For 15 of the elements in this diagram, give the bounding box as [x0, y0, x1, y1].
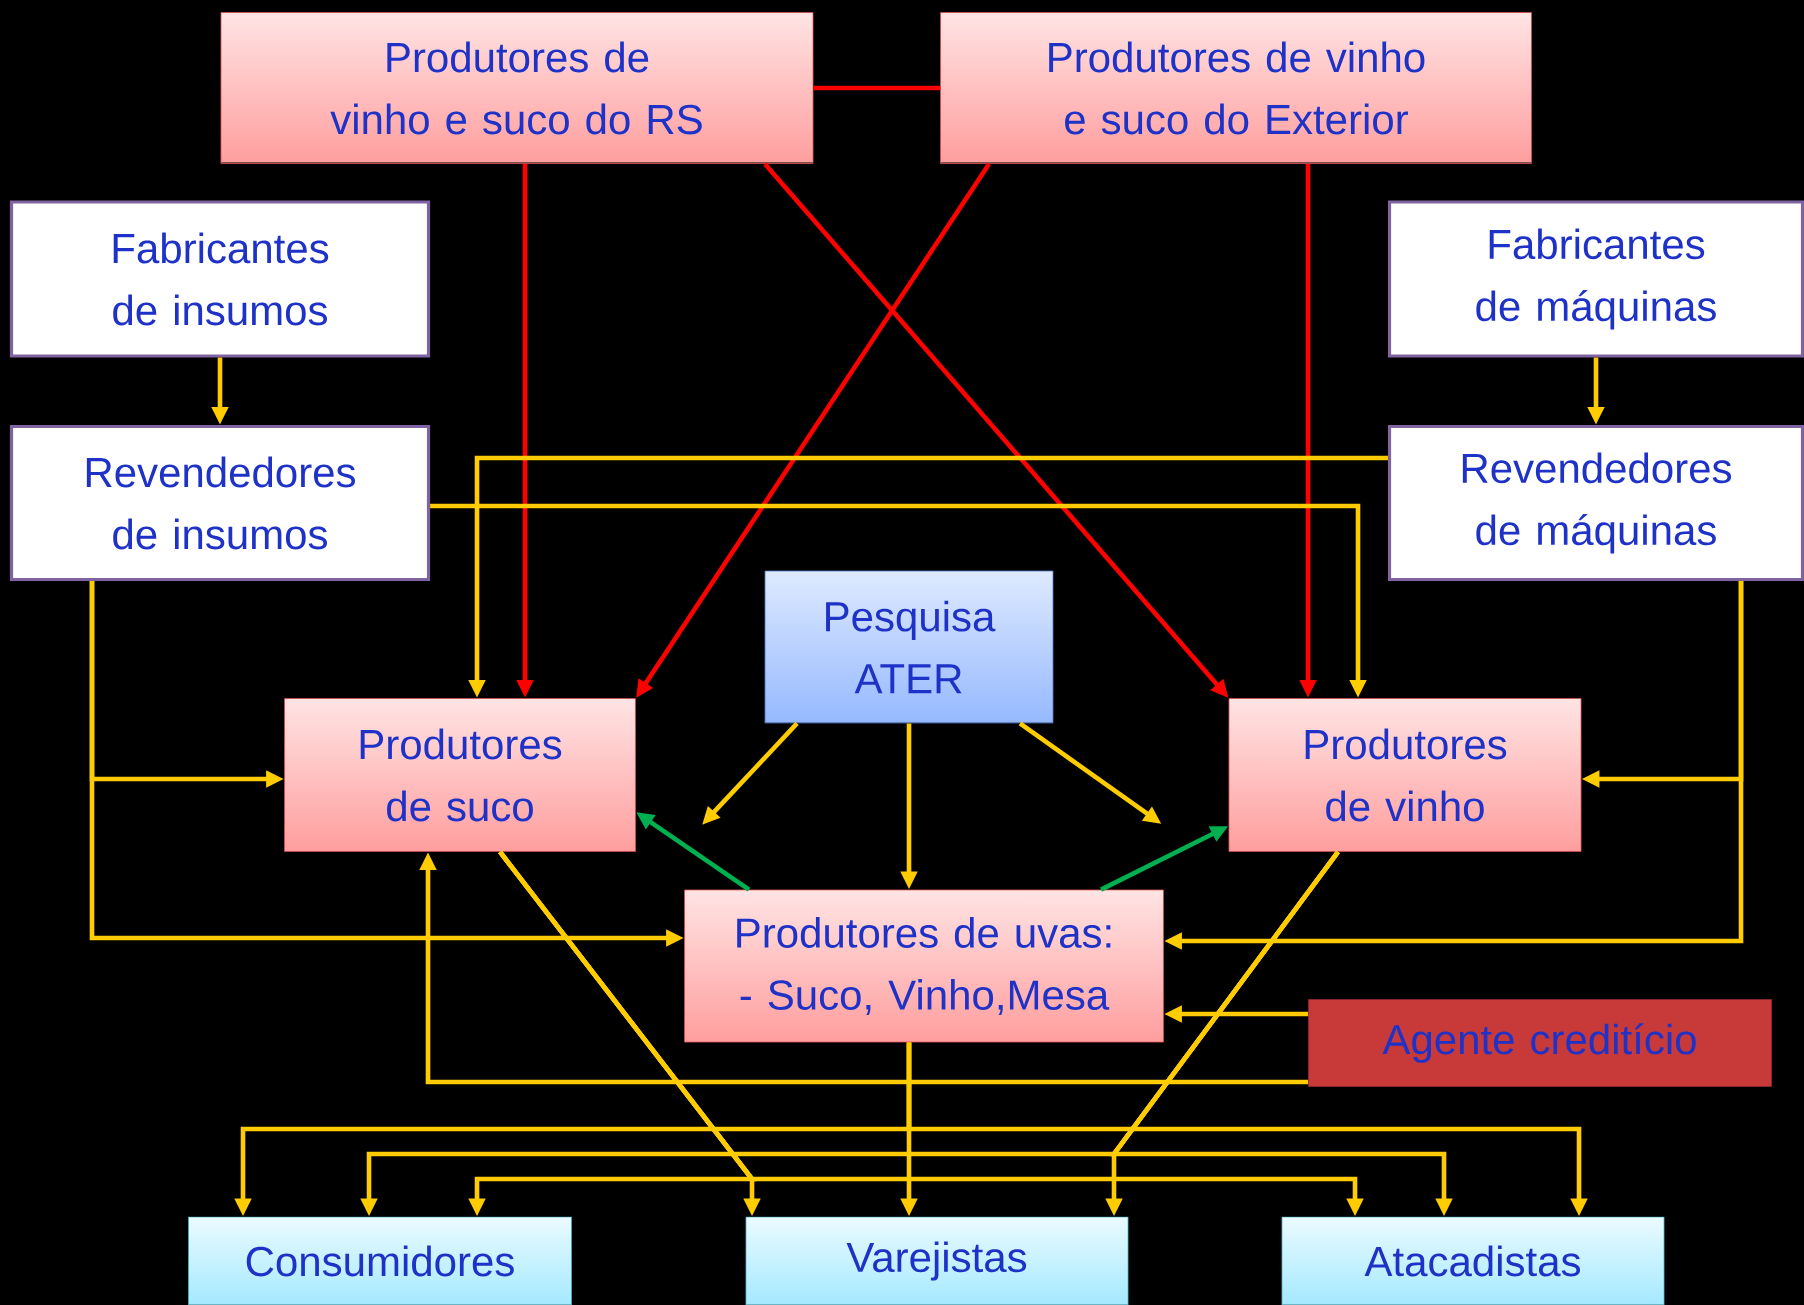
process-box: Revendedores de insumos [9, 424, 431, 582]
process-box: Consumidores [188, 1216, 572, 1305]
process-box: Produtores de uvas: - Suco, Vinho,Mesa [684, 889, 1164, 1043]
process-box: Agente creditício [1308, 999, 1772, 1087]
process-box: Produtores de vinho e suco do RS [220, 12, 814, 164]
process-box: Fabricantes de máquinas [1387, 200, 1804, 358]
connector-line [813, 85, 941, 91]
process-box: Varejistas [745, 1216, 1129, 1305]
process-box: Fabricantes de insumos [9, 200, 431, 358]
process-box: Produtores de vinho [1228, 698, 1582, 852]
process-box: Produtores de suco [284, 698, 636, 852]
process-box: Produtores de vinho e suco do Exterior [940, 12, 1532, 164]
process-box: Atacadistas [1281, 1216, 1665, 1305]
process-box: Revendedores de máquinas [1387, 424, 1804, 582]
process-box: Pesquisa ATER [764, 570, 1054, 724]
